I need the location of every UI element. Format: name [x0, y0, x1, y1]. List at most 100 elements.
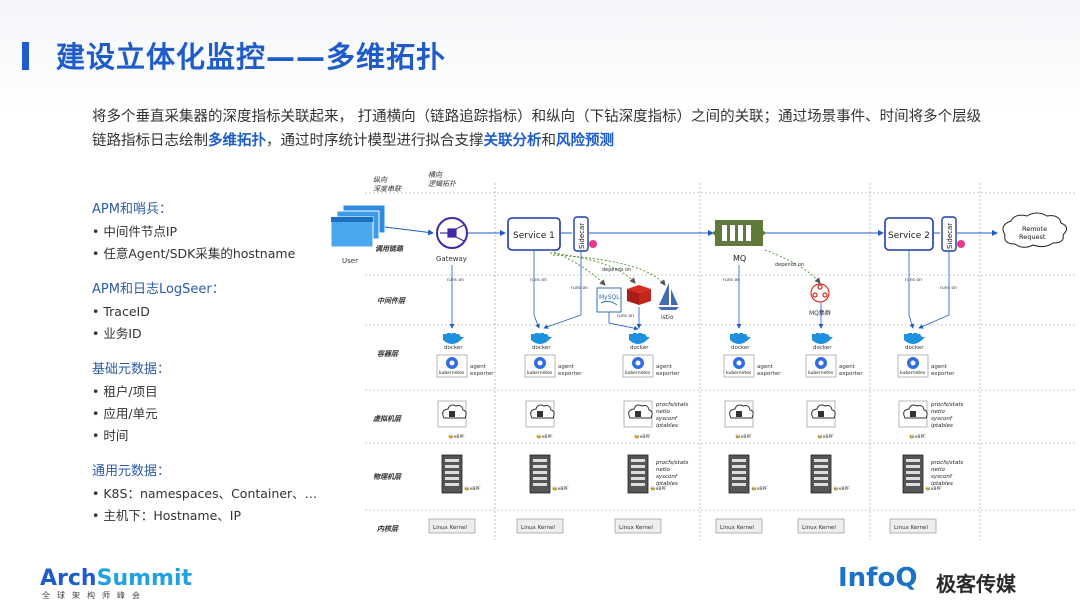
kubernetes-icon [897, 354, 929, 378]
ebpf-tag: 🐝eBPF [650, 486, 667, 492]
docker-label: docker [444, 345, 463, 351]
physical-server-icon [441, 454, 463, 494]
linux-kernel-label: Linux Kernel [433, 525, 467, 531]
group-title: 通用元数据： [92, 464, 171, 479]
docker-icon [531, 333, 552, 344]
axis-vertical-label: 纵向 [373, 176, 388, 184]
kubernetes-icon [436, 354, 468, 378]
vm-metric-label: iptables [656, 423, 678, 429]
layer-label-call-chain: 调用链路 [375, 244, 404, 253]
gateway-label: Gateway [436, 255, 467, 263]
svg-text:MySQL: MySQL [599, 294, 620, 301]
docker-icon [730, 333, 751, 344]
istio-sail-icon [658, 283, 679, 310]
docker-icon [629, 333, 650, 344]
archsummit-logo: ArchSummit [40, 566, 192, 591]
istio-label: istio [661, 314, 674, 321]
vm-metric-label: sysconf [656, 416, 678, 422]
axis-horizontal-label-2: 逻辑拓扑 [428, 180, 457, 188]
kubernetes-label: kubernetes [439, 370, 465, 376]
ebpf-tag: 🐝eBPF [464, 486, 481, 492]
docker-label: docker [813, 345, 832, 351]
docker-label: docker [630, 345, 649, 351]
kubernetes-icon [524, 354, 556, 378]
infoq-logo: InfoQ [838, 563, 918, 593]
highlight-multi-topology: 多维拓扑 [208, 133, 266, 149]
ebpf-tag: 🐝eBPF [634, 434, 651, 440]
physical-server-icon [627, 454, 649, 494]
list-item: 中间件节点IP [92, 221, 332, 243]
physical-server-icon [810, 454, 832, 494]
ebpf-tag: 🐝eBPF [552, 486, 569, 492]
runs-on-tag: runs on [905, 277, 922, 283]
list-item: K8S：namespaces、Container、… [92, 483, 332, 505]
redis-icon [627, 285, 651, 305]
linux-kernel-box [889, 518, 937, 534]
runs-on-tag: runs on [940, 285, 957, 291]
service-1-label: Service 1 [513, 231, 555, 241]
pm-metric-label: sysconf [656, 474, 678, 480]
virtual-machine-icon [623, 400, 653, 428]
ebpf-tag: 🐝eBPF [817, 434, 834, 440]
description-text-2: ，通过时序统计模型进行拟合支撑 [266, 133, 484, 149]
agent-label: agent [839, 364, 856, 370]
physical-server-icon [728, 454, 750, 494]
virtual-machine-icon [898, 400, 928, 428]
kubernetes-label: kubernetes [527, 370, 553, 376]
vm-metric-label: netio [656, 409, 671, 415]
kubernetes-label: kubernetes [900, 370, 926, 376]
group-title: APM和哨兵： [92, 202, 172, 217]
linux-kernel-box [797, 518, 845, 534]
remote-request-label-2: Request [1019, 233, 1046, 241]
vm-metric-label: netio [931, 409, 946, 415]
remote-request-cloud-icon [1002, 212, 1067, 248]
exporter-label: exporter [931, 371, 955, 377]
layer-label-kernel: 内核层 [377, 524, 399, 533]
list-item: 应用/单元 [92, 403, 332, 425]
list-item: 任意Agent/SDK采集的hostname [92, 243, 332, 265]
vm-metric-label: iptables [931, 423, 953, 429]
linux-kernel-box [715, 518, 763, 534]
description: 将多个垂直采集器的深度指标关联起来， 打通横向（链路追踪指标）和纵向（下钻深度指… [92, 105, 992, 153]
mq-cluster-label: MQ集群 [809, 309, 831, 317]
linux-kernel-box [428, 518, 476, 534]
linux-kernel-label: Linux Kernel [619, 525, 653, 531]
docker-icon [812, 333, 833, 344]
ebpf-tag: 🐝eBPF [751, 486, 768, 492]
agent-label: agent [558, 364, 575, 370]
highlight-correlation-analysis: 关联分析 [483, 133, 542, 149]
description-text-1: 将多个垂直采集器的深度指标关联起来， 打通横向（链路追踪指标）和纵向（下钻深度指… [92, 109, 982, 149]
kubernetes-label: kubernetes [726, 370, 752, 376]
list-item: 主机下：Hostname、IP [92, 505, 332, 527]
linux-kernel-label: Linux Kernel [720, 525, 754, 531]
user-label: User [342, 257, 358, 265]
exporter-label: exporter [558, 371, 582, 377]
service-2-label: Service 2 [888, 231, 930, 241]
linux-kernel-label: Linux Kernel [521, 525, 555, 531]
kubernetes-icon [723, 354, 755, 378]
agent-label: agent [470, 364, 487, 370]
vm-metric-label: sysconf [931, 416, 953, 422]
sidecar-2-label: Sidecar [946, 223, 954, 249]
linux-kernel-box [516, 518, 564, 534]
logo-summit-text: Summit [96, 566, 193, 591]
layer-label-container: 容器层 [377, 349, 399, 358]
pm-metric-label: iptables [656, 481, 678, 487]
runs-on-tag: runs on [571, 285, 588, 291]
exporter-label: exporter [757, 371, 781, 377]
pm-metric-label: sysconf [931, 474, 953, 480]
mysql-icon: MySQL [596, 287, 622, 313]
archsummit-subtitle: 全球架构师峰会 [42, 591, 147, 600]
group-title: APM和日志LogSeer： [92, 282, 225, 297]
linux-kernel-label: Linux Kernel [894, 525, 928, 531]
logo-arch-text: Arch [40, 566, 97, 591]
column-dividers [494, 183, 981, 540]
kubernetes-label: kubernetes [625, 370, 651, 376]
virtual-machine-icon [437, 400, 467, 428]
multi-dimensional-topology-diagram: 纵向 深度串联 横向 逻辑拓扑 调用链路 中间件层 容器层 虚拟机层 物理机层 … [330, 171, 1075, 540]
docker-label: docker [532, 345, 551, 351]
list-item: 时间 [92, 425, 332, 447]
linux-kernel-box [614, 518, 662, 534]
description-text-3: 和 [541, 133, 557, 149]
exporter-label: exporter [656, 371, 680, 377]
